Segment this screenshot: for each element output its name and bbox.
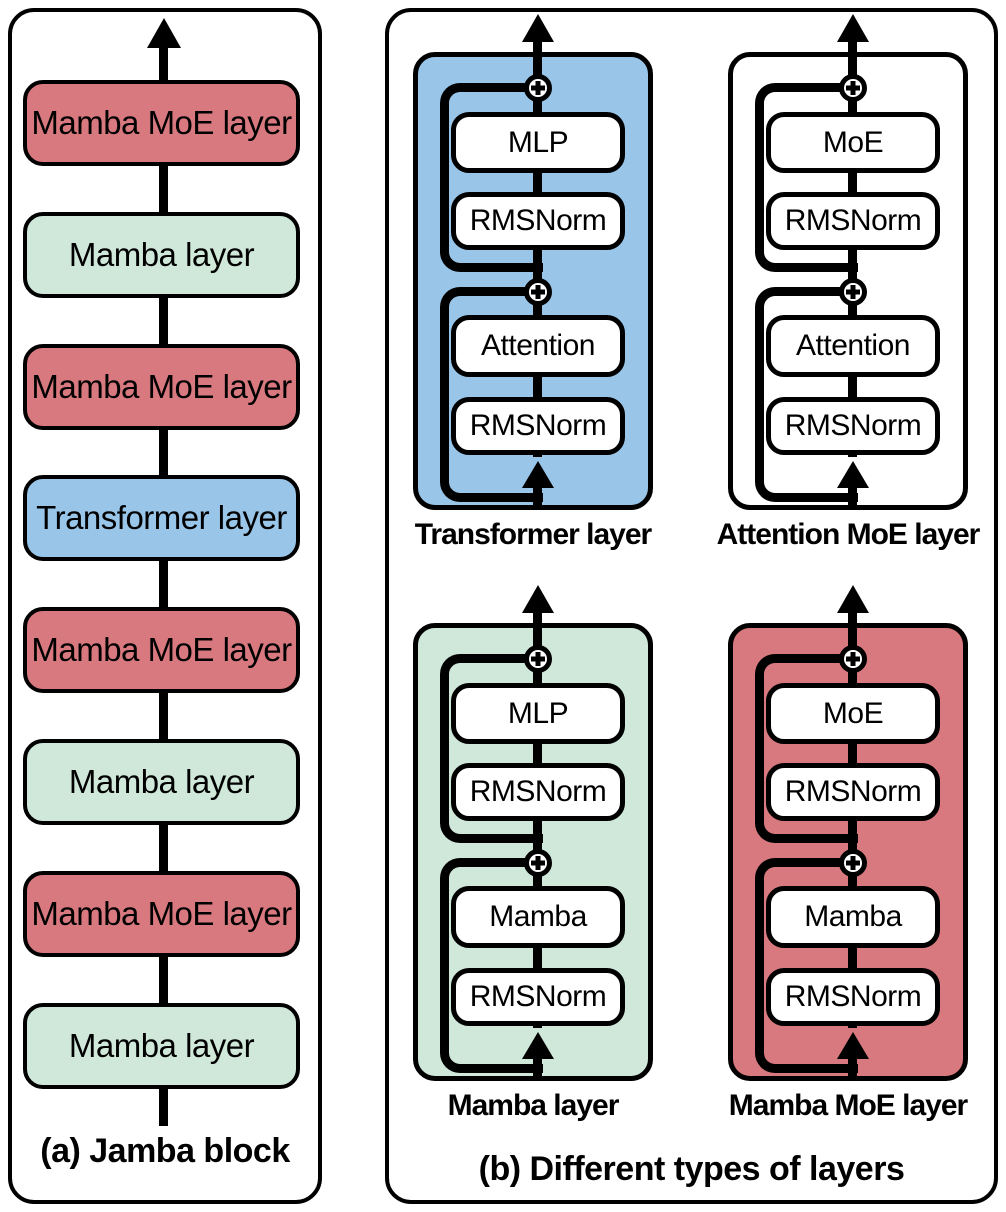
residual-connection-line bbox=[440, 654, 543, 843]
layer-box-mamba: Mamba layer bbox=[23, 739, 300, 825]
input-arrow-icon bbox=[522, 461, 554, 488]
mamba-box: Mamba bbox=[766, 886, 940, 948]
residual-connection-line bbox=[440, 858, 543, 1073]
mamba-moe-layer-caption: Mamba MoE layer bbox=[728, 1089, 968, 1122]
mlp-box: MLP bbox=[451, 683, 625, 744]
attention-box: Attention bbox=[451, 315, 625, 377]
residual-add-icon bbox=[524, 278, 552, 306]
residual-add-icon bbox=[524, 849, 552, 877]
output-arrow-icon bbox=[837, 585, 869, 613]
panel-a-caption: (a) Jamba block bbox=[40, 1132, 290, 1170]
residual-add-icon bbox=[524, 645, 552, 673]
layer-box-mamba-moe: Mamba MoE layer bbox=[23, 871, 300, 957]
residual-add-icon bbox=[839, 645, 867, 673]
residual-add-icon bbox=[524, 74, 552, 102]
input-arrow-icon bbox=[837, 1032, 869, 1059]
residual-add-icon bbox=[839, 849, 867, 877]
flow-line bbox=[159, 45, 168, 1126]
input-arrow-icon bbox=[837, 461, 869, 488]
mamba-layer-caption: Mamba layer bbox=[447, 1089, 620, 1122]
input-arrow-icon bbox=[522, 1032, 554, 1059]
layer-box-mamba: Mamba layer bbox=[23, 212, 300, 298]
residual-connection-line bbox=[755, 654, 858, 843]
layer-box-transformer: Transformer layer bbox=[23, 475, 300, 561]
residual-connection-line bbox=[755, 858, 858, 1073]
rmsnorm-box: RMSNorm bbox=[451, 968, 625, 1026]
residual-connection-line bbox=[440, 83, 543, 272]
layer-box-mamba-moe: Mamba MoE layer bbox=[23, 607, 300, 693]
mamba-layer-card: MLP RMSNorm Mamba RMSNorm bbox=[413, 585, 653, 1081]
layer-box-mamba: Mamba layer bbox=[23, 1003, 300, 1089]
transformer-layer-caption: Transformer layer bbox=[414, 518, 652, 551]
attention-moe-layer-card: MoE RMSNorm Attention RMSNorm bbox=[728, 14, 968, 510]
rmsnorm-box: RMSNorm bbox=[766, 397, 940, 455]
output-arrow-icon bbox=[147, 18, 181, 48]
mlp-box: MLP bbox=[451, 112, 625, 173]
rmsnorm-box: RMSNorm bbox=[451, 763, 625, 821]
layer-box-mamba-moe: Mamba MoE layer bbox=[23, 80, 300, 166]
rmsnorm-box: RMSNorm bbox=[451, 192, 625, 250]
mamba-box: Mamba bbox=[451, 886, 625, 948]
residual-add-icon bbox=[839, 278, 867, 306]
residual-connection-line bbox=[755, 83, 858, 272]
residual-connection-line bbox=[755, 287, 858, 502]
rmsnorm-box: RMSNorm bbox=[766, 763, 940, 821]
attention-moe-layer-caption: Attention MoE layer bbox=[716, 518, 981, 551]
output-arrow-icon bbox=[522, 14, 554, 42]
attention-box: Attention bbox=[766, 315, 940, 377]
moe-box: MoE bbox=[766, 683, 940, 744]
layer-types-panel: MLP RMSNorm Attention RMSNorm Transforme… bbox=[385, 8, 998, 1204]
rmsnorm-box: RMSNorm bbox=[766, 192, 940, 250]
output-arrow-icon bbox=[837, 14, 869, 42]
output-arrow-icon bbox=[522, 585, 554, 613]
residual-connection-line bbox=[440, 287, 543, 502]
jamba-block-panel: Mamba MoE layer Mamba layer Mamba MoE la… bbox=[8, 8, 322, 1204]
rmsnorm-box: RMSNorm bbox=[451, 397, 625, 455]
panel-b-caption: (b) Different types of layers bbox=[478, 1150, 905, 1188]
mamba-moe-layer-card: MoE RMSNorm Mamba RMSNorm bbox=[728, 585, 968, 1081]
rmsnorm-box: RMSNorm bbox=[766, 968, 940, 1026]
layer-box-mamba-moe: Mamba MoE layer bbox=[23, 344, 300, 430]
transformer-layer-card: MLP RMSNorm Attention RMSNorm bbox=[413, 14, 653, 510]
residual-add-icon bbox=[839, 74, 867, 102]
moe-box: MoE bbox=[766, 112, 940, 173]
